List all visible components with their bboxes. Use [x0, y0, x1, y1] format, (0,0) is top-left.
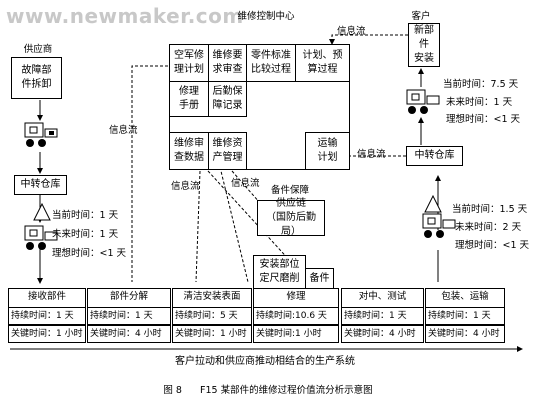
parts-support-label: 备件保障 — [271, 185, 310, 196]
process-duration: 持续时间：1 天 — [9, 308, 85, 325]
inventory-left-ideal: 理想时间：<1 天 — [52, 248, 127, 259]
supplier-title: 供应商 — [23, 44, 53, 55]
process-duration: 持续时间：1 天 — [88, 308, 170, 325]
process-box: 修理持续时间:10.6 天关键时间:1 小时 — [253, 288, 339, 343]
inventory-left-current: 当前时间：1 天 — [52, 210, 119, 221]
info-flow-label-4: 信息流 — [171, 181, 200, 192]
process-key-time: 关键时间：1 小时 — [9, 325, 85, 342]
process-key-time: 关键时间：4 小时 — [342, 325, 423, 342]
info-flow-label-3: 信息流 — [357, 149, 386, 160]
process-name: 修理 — [254, 289, 338, 308]
cell-air-force-plan: 空军修 理计划 — [169, 44, 209, 82]
watermark: www.newmaker.com — [6, 4, 244, 28]
inventory-left-future: 未来时间：1 天 — [52, 229, 119, 240]
control-center-title: 维修控制中心 — [237, 11, 295, 22]
cell-budget: 计划、预 算过程 — [295, 44, 350, 82]
inventory-right-mid-ideal: 理想时间：<1 天 — [455, 240, 530, 251]
process-box: 对中、测试持续时间：1 天关键时间：4 小时 — [341, 288, 424, 343]
inventory-right-top-ideal: 理想时间：<1 天 — [446, 114, 521, 125]
info-flow-label-5: 信息流 — [231, 178, 260, 189]
process-key-time: 关键时间：1 小时 — [173, 325, 251, 342]
cell-transport-plan: 运输 计划 — [305, 132, 350, 170]
process-box: 清洁安装表面持续时间：5 天关键时间：1 小时 — [172, 288, 252, 343]
install-parts-box: 安装部位 定尺磨削 — [253, 255, 306, 289]
process-name: 部件分解 — [88, 289, 170, 308]
truck-icon-right — [404, 88, 444, 118]
process-name: 包装、运输 — [426, 289, 504, 308]
process-name: 清洁安装表面 — [173, 289, 251, 308]
process-name: 对中、测试 — [342, 289, 423, 308]
process-duration: 持续时间:10.6 天 — [254, 308, 338, 325]
customer-title: 客户 — [411, 11, 431, 22]
process-key-time: 关键时间：4 小时 — [426, 325, 504, 342]
supply-chain-box: 供应链 （国防后勤局） — [257, 198, 325, 237]
warehouse-left: 中转仓库 — [14, 175, 67, 195]
process-duration: 持续时间：1 天 — [342, 308, 423, 325]
process-duration: 持续时间：5 天 — [173, 308, 251, 325]
cell-asset-mgmt: 维修资 产管理 — [208, 132, 247, 170]
inventory-right-mid-current: 当前时间：1.5 天 — [452, 204, 528, 215]
cell-standard-compare: 零件标准 比较过程 — [246, 44, 296, 82]
cell-manual: 修理 手册 — [169, 81, 209, 117]
spare-parts-box: 备件 — [305, 268, 334, 289]
warehouse-right: 中转仓库 — [406, 146, 463, 166]
bottom-system-label: 客户拉动和供应商推动相结合的生产系统 — [175, 356, 355, 367]
supplier-box: 故障部 件拆卸 — [11, 57, 62, 99]
info-flow-label-1: 信息流 — [337, 26, 366, 37]
process-name: 接收部件 — [9, 289, 85, 308]
process-key-time: 关键时间:1 小时 — [254, 325, 338, 342]
cell-review: 维修要 求审查 — [208, 44, 247, 82]
process-box: 接收部件持续时间：1 天关键时间：1 小时 — [8, 288, 86, 343]
inventory-right-top-future: 未来时间：1 天 — [446, 97, 513, 108]
figure-caption: 图 8 F15 某部件的维修过程价值流分析示意图 — [163, 385, 373, 396]
cell-logistics-record: 后勤保 障记录 — [208, 81, 247, 117]
info-flow-label-2: 信息流 — [109, 125, 138, 136]
customer-box: 新部件 安装 — [408, 23, 440, 67]
inventory-right-top-current: 当前时间：7.5 天 — [443, 79, 519, 90]
process-box: 包装、运输持续时间：1 天关键时间：4 小时 — [425, 288, 505, 343]
inventory-right-mid-future: 未来时间：2 天 — [455, 222, 522, 233]
process-key-time: 关键时间：4 小时 — [88, 325, 170, 342]
cell-review-data: 维修审 查数据 — [169, 132, 209, 170]
truck-icon — [22, 121, 62, 151]
process-box: 部件分解持续时间：1 天关键时间：4 小时 — [87, 288, 171, 343]
truck-icon-left-bottom — [22, 224, 62, 254]
process-duration: 持续时间：1 天 — [426, 308, 504, 325]
truck-icon-right-mid — [420, 212, 460, 242]
